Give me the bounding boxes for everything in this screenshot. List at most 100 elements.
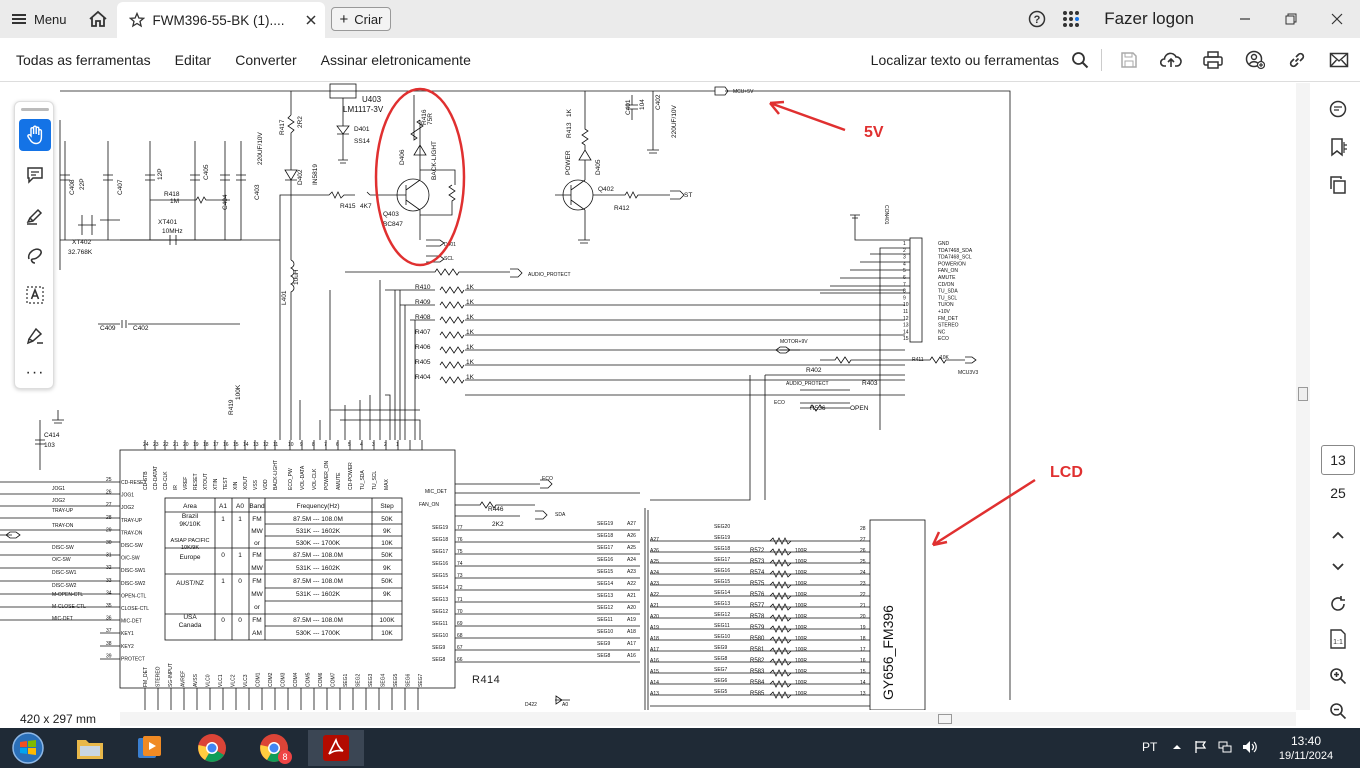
schematic-label: 27 bbox=[860, 537, 866, 543]
schematic-label: 1 bbox=[221, 516, 225, 523]
schematic-label: R409 bbox=[415, 299, 431, 306]
taskbar-file-explorer[interactable] bbox=[62, 730, 118, 766]
chrome-icon bbox=[198, 734, 226, 762]
sign-tool[interactable] bbox=[19, 319, 51, 351]
search-button[interactable] bbox=[1065, 38, 1095, 82]
schematic-label: 100R bbox=[795, 691, 807, 697]
schematic-label: A26 bbox=[627, 533, 636, 539]
schematic-label: 10 bbox=[903, 302, 909, 308]
sign-in-link[interactable]: Fazer logon bbox=[1104, 9, 1194, 28]
toolbar-grip[interactable] bbox=[21, 108, 49, 111]
annotation-5v: 5V bbox=[864, 124, 884, 141]
horizontal-scrollbar[interactable] bbox=[120, 712, 1296, 726]
schematic-label: SEG18 bbox=[432, 537, 448, 543]
language-indicator[interactable]: PT bbox=[1142, 740, 1158, 754]
print-button[interactable] bbox=[1192, 38, 1234, 82]
comments-panel-button[interactable] bbox=[1322, 93, 1354, 125]
create-button[interactable]: + Criar bbox=[330, 7, 392, 31]
start-button[interactable] bbox=[0, 730, 56, 766]
save-button[interactable] bbox=[1108, 38, 1150, 82]
schematic-label: R406 bbox=[415, 344, 431, 351]
menu-all-tools[interactable]: Todas as ferramentas bbox=[16, 51, 151, 68]
previous-page-button[interactable] bbox=[1322, 519, 1354, 551]
schematic-label: SEG10 bbox=[597, 629, 613, 635]
hand-tool[interactable] bbox=[19, 119, 51, 151]
upload-button[interactable] bbox=[1150, 38, 1192, 82]
schematic-label: R573 bbox=[750, 559, 765, 565]
actual-size-button[interactable]: 1:1 bbox=[1322, 623, 1354, 655]
schematic-label: CD-DATAT bbox=[153, 466, 159, 490]
text-tool[interactable] bbox=[19, 279, 51, 311]
taskbar-media-player[interactable] bbox=[122, 730, 178, 766]
schematic-label: Step bbox=[380, 503, 394, 510]
email-button[interactable] bbox=[1318, 38, 1360, 82]
share-user-button[interactable] bbox=[1234, 38, 1276, 82]
document-tab[interactable]: FWM396-55-BK (1).... bbox=[116, 2, 325, 38]
draw-tool[interactable] bbox=[19, 239, 51, 271]
clock-time[interactable]: 13:40 bbox=[1290, 734, 1322, 748]
star-icon[interactable] bbox=[128, 12, 145, 28]
schematic-label: 33 bbox=[106, 578, 112, 584]
current-page-input[interactable]: 13 bbox=[1321, 445, 1355, 475]
rotate-button[interactable] bbox=[1322, 588, 1354, 620]
next-page-button[interactable] bbox=[1322, 551, 1354, 583]
menu-convert[interactable]: Converter bbox=[235, 51, 297, 68]
zoom-in-button[interactable] bbox=[1322, 660, 1354, 692]
schematic-label: 18 bbox=[203, 442, 209, 448]
menu-button[interactable]: Menu bbox=[0, 0, 79, 38]
find-text-label[interactable]: Localizar texto ou ferramentas bbox=[870, 52, 1059, 68]
taskbar-chrome[interactable] bbox=[184, 730, 240, 766]
schematic-label: 66 bbox=[457, 657, 463, 663]
schematic-label: A0 bbox=[562, 702, 568, 708]
menu-edit[interactable]: Editar bbox=[174, 51, 212, 68]
help-button[interactable]: ? bbox=[1020, 0, 1054, 38]
schematic-label: R418 bbox=[164, 191, 180, 198]
close-tab-icon[interactable] bbox=[305, 14, 317, 26]
volume-icon[interactable] bbox=[1242, 740, 1258, 754]
network-icon[interactable] bbox=[1218, 740, 1232, 754]
highlight-ellipse bbox=[374, 87, 466, 267]
schematic-label: SEG12 bbox=[714, 612, 730, 618]
menu-e-sign[interactable]: Assinar eletronicamente bbox=[320, 51, 471, 68]
schematic-label: 4 bbox=[903, 261, 906, 267]
schematic-label: 13 bbox=[860, 691, 866, 697]
total-pages: 25 bbox=[1330, 485, 1346, 501]
minimize-button[interactable] bbox=[1222, 0, 1268, 38]
show-hidden-icons-icon[interactable] bbox=[1172, 742, 1182, 752]
schematic-label: MAX bbox=[384, 479, 390, 491]
schematic-label: COM6 bbox=[318, 672, 324, 687]
schematic-label: OPEN-CTL bbox=[121, 593, 147, 599]
comment-tool[interactable] bbox=[19, 159, 51, 191]
schematic-label: COM5 bbox=[306, 672, 312, 687]
schematic-label: Brazil bbox=[182, 513, 199, 520]
home-button[interactable] bbox=[79, 0, 117, 38]
schematic-label: DISC-SW2 bbox=[52, 583, 77, 589]
schematic-label: 24 bbox=[860, 570, 866, 576]
annotation-lcd: LCD bbox=[1050, 464, 1083, 481]
vertical-scroll-thumb[interactable] bbox=[1298, 387, 1308, 401]
taskbar-chrome-profile[interactable]: 8 bbox=[246, 730, 302, 766]
apps-button[interactable] bbox=[1054, 0, 1088, 38]
schematic-label: ST bbox=[684, 192, 692, 199]
schematic-label: C402 bbox=[655, 94, 662, 110]
schematic-label: 220UF/10V bbox=[671, 104, 678, 138]
pages-button[interactable] bbox=[1322, 169, 1354, 201]
schematic-label: R581 bbox=[750, 647, 765, 653]
schematic-label: 14 bbox=[243, 442, 249, 448]
zoom-out-button[interactable] bbox=[1322, 695, 1354, 727]
schematic-label: RESET bbox=[193, 473, 199, 490]
schematic-label: 14 bbox=[903, 329, 909, 335]
more-tools-button[interactable]: ··· bbox=[19, 357, 51, 389]
close-window-button[interactable] bbox=[1314, 0, 1360, 38]
highlight-tool[interactable] bbox=[19, 199, 51, 231]
vertical-scrollbar[interactable] bbox=[1296, 83, 1310, 710]
horizontal-scroll-thumb[interactable] bbox=[938, 714, 952, 724]
restore-button[interactable] bbox=[1268, 0, 1314, 38]
clock-date[interactable]: 19/11/2024 bbox=[1278, 750, 1334, 762]
schematic-label: FAN_ON bbox=[938, 268, 958, 274]
taskbar-acrobat[interactable] bbox=[308, 730, 364, 766]
copy-link-button[interactable] bbox=[1276, 38, 1318, 82]
bookmarks-button[interactable] bbox=[1322, 131, 1354, 163]
flag-icon[interactable] bbox=[1194, 740, 1208, 754]
